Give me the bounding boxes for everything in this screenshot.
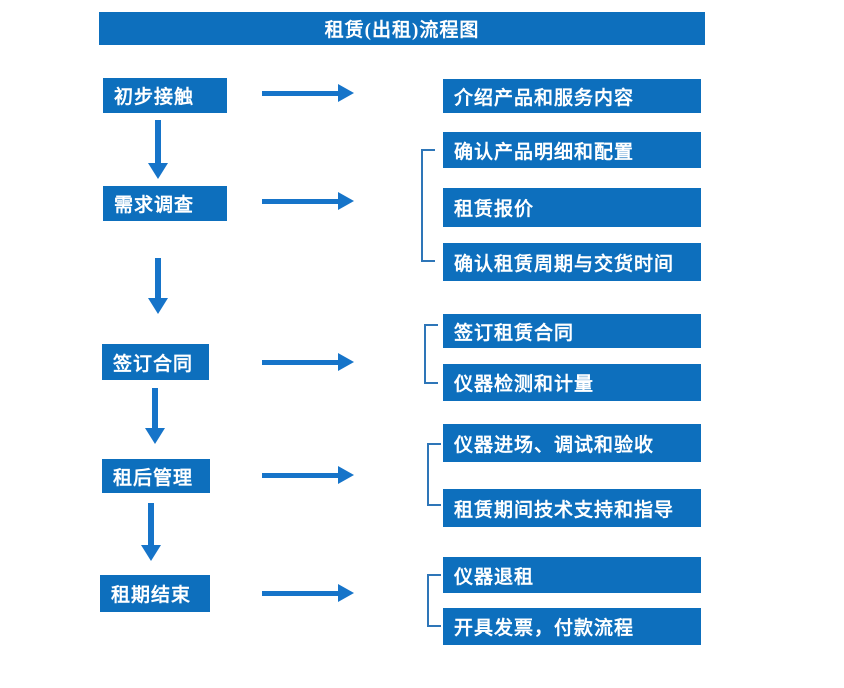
arrow-shaft bbox=[262, 472, 340, 478]
right-arrow-icon-3 bbox=[262, 352, 354, 372]
output-label: 介绍产品和服务内容 bbox=[454, 87, 635, 109]
output-label: 租赁期间技术支持和指导 bbox=[454, 499, 675, 521]
right-arrow-icon-4 bbox=[262, 465, 354, 485]
stage-box-post-rental-management: 租后管理 bbox=[102, 459, 210, 493]
right-arrow-icon-2 bbox=[262, 191, 354, 211]
bracket-group-contract-signing bbox=[424, 324, 438, 384]
right-arrow-icon-5 bbox=[262, 583, 354, 603]
output-box-confirm-product-details: 确认产品明细和配置 bbox=[443, 132, 701, 168]
arrow-shaft bbox=[262, 590, 340, 596]
arrow-head bbox=[338, 584, 354, 602]
right-arrow-icon-1 bbox=[262, 83, 354, 103]
output-box-intro-products-services: 介绍产品和服务内容 bbox=[443, 79, 701, 113]
stage-label: 租后管理 bbox=[113, 467, 194, 489]
arrow-shaft bbox=[262, 359, 340, 365]
arrow-head bbox=[338, 353, 354, 371]
stage-label: 需求调查 bbox=[114, 195, 195, 216]
arrow-head bbox=[145, 428, 165, 444]
arrow-shaft bbox=[262, 198, 340, 204]
stage-label: 初步接触 bbox=[114, 87, 195, 108]
stage-box-initial-contact: 初步接触 bbox=[103, 78, 227, 113]
stage-label: 签订合同 bbox=[113, 353, 194, 375]
output-box-instrument-testing: 仪器检测和计量 bbox=[443, 364, 701, 401]
arrow-shaft bbox=[155, 120, 161, 165]
output-box-confirm-period-delivery: 确认租赁周期与交货时间 bbox=[443, 243, 701, 281]
output-label: 仪器进场、调试和验收 bbox=[454, 434, 655, 456]
output-box-technical-support: 租赁期间技术支持和指导 bbox=[443, 489, 701, 527]
arrow-shaft bbox=[262, 90, 340, 96]
down-arrow-icon-1 bbox=[148, 120, 168, 179]
arrow-head bbox=[338, 192, 354, 210]
arrow-head bbox=[141, 545, 161, 561]
output-box-rental-quotation: 租赁报价 bbox=[443, 188, 701, 227]
page-title: 租赁(出租)流程图 bbox=[324, 20, 480, 41]
output-box-instrument-return: 仪器退租 bbox=[443, 557, 701, 593]
output-label: 签订租赁合同 bbox=[454, 322, 575, 344]
arrow-head bbox=[148, 298, 168, 314]
output-label: 仪器退租 bbox=[454, 566, 535, 588]
output-box-invoice-payment: 开具发票，付款流程 bbox=[443, 608, 701, 645]
bracket-group-demand-survey bbox=[421, 149, 435, 262]
output-label: 仪器检测和计量 bbox=[454, 374, 595, 395]
arrow-head bbox=[148, 163, 168, 179]
down-arrow-icon-3 bbox=[145, 388, 165, 444]
output-label: 租赁报价 bbox=[454, 199, 535, 220]
stage-label: 租期结束 bbox=[111, 585, 192, 606]
output-box-instrument-setup-acceptance: 仪器进场、调试和验收 bbox=[443, 424, 701, 462]
output-label: 确认租赁周期与交货时间 bbox=[454, 253, 675, 275]
arrow-shaft bbox=[148, 503, 154, 547]
arrow-shaft bbox=[152, 388, 158, 430]
down-arrow-icon-4 bbox=[141, 503, 161, 561]
stage-box-demand-survey: 需求调查 bbox=[103, 186, 227, 221]
output-label: 确认产品明细和配置 bbox=[454, 141, 635, 163]
output-box-sign-rental-contract: 签订租赁合同 bbox=[443, 314, 701, 348]
stage-box-contract-signing: 签订合同 bbox=[102, 344, 209, 380]
bracket-group-post-rental bbox=[427, 443, 441, 506]
title-bar: 租赁(出租)流程图 bbox=[99, 12, 705, 45]
stage-box-lease-end: 租期结束 bbox=[100, 575, 210, 612]
arrow-head bbox=[338, 84, 354, 102]
bracket-group-lease-end bbox=[427, 574, 441, 627]
arrow-head bbox=[338, 466, 354, 484]
output-label: 开具发票，付款流程 bbox=[454, 618, 635, 639]
arrow-shaft bbox=[155, 258, 161, 300]
down-arrow-icon-2 bbox=[148, 258, 168, 314]
